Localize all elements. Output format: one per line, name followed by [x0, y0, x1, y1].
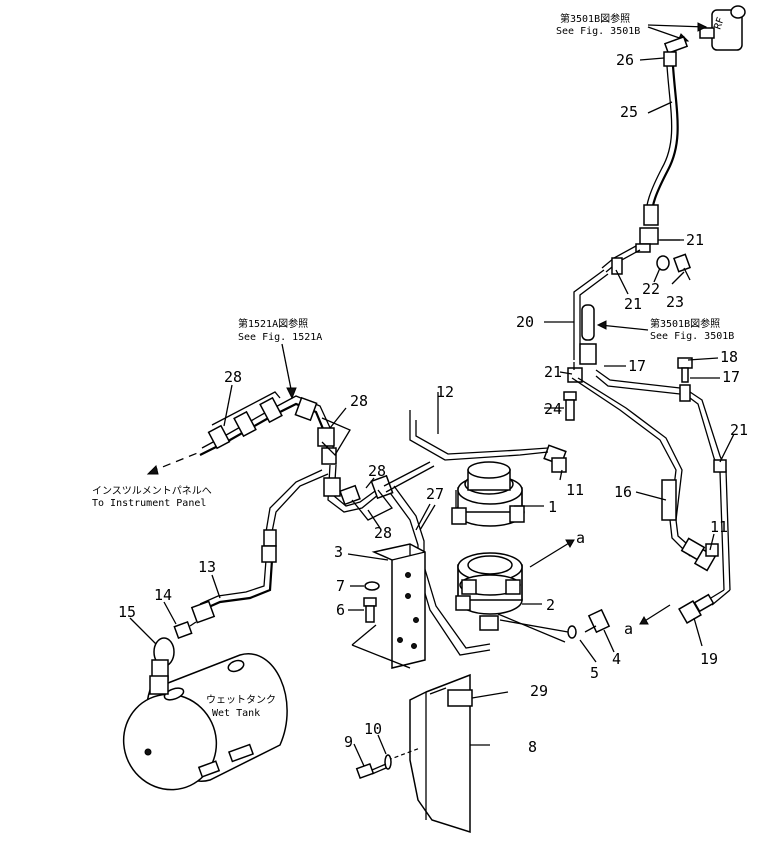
bolt-24: [563, 391, 577, 421]
bolt-4: [584, 608, 611, 634]
top-valve-mark: RF: [712, 16, 726, 31]
label-2: 2: [546, 596, 555, 614]
label-29: 29: [530, 682, 548, 700]
tank-en: Wet Tank: [212, 708, 260, 719]
label-9: 9: [344, 733, 353, 751]
elbow-11-center: [543, 444, 567, 473]
instrument-jp: インスツルメントパネルへ: [92, 485, 212, 497]
label-14: 14: [154, 586, 172, 604]
hose-assembly-upper: [199, 395, 337, 465]
elbow-11-right: [693, 543, 719, 572]
clip-17-right: [679, 384, 691, 402]
valve-1: [451, 461, 525, 527]
label-7: 7: [336, 577, 345, 595]
label-19: 19: [700, 650, 718, 668]
label-28-mid: 28: [368, 462, 386, 480]
washer-5: [567, 625, 577, 639]
bolt-6: [363, 597, 377, 623]
ref-1521a-en: See Fig. 1521A: [238, 332, 322, 343]
cover-8: [409, 673, 473, 834]
label-11-center: 11: [566, 481, 584, 499]
top-valve: RF: [699, 5, 746, 51]
label-17-mid: 17: [628, 357, 646, 375]
clip-21-right: [713, 459, 727, 473]
elbow-15: [151, 637, 175, 681]
label-15: 15: [118, 603, 136, 621]
bracket-3: [371, 543, 426, 669]
label-4: 4: [612, 650, 621, 668]
label-21-top: 21: [686, 231, 704, 249]
label-24: 24: [544, 400, 562, 418]
top-valve-port: [699, 27, 715, 39]
fitting-14: [173, 621, 197, 639]
label-10: 10: [364, 720, 382, 738]
fitting-19: [678, 593, 715, 624]
part-number-labels: 1 2 3 4 5 6 7 8 9 10 11 11 12 13 14 15 1…: [118, 51, 748, 756]
ref-3501b-mid-en: See Fig. 3501B: [650, 331, 734, 342]
label-5: 5: [590, 664, 599, 682]
label-11-right: 11: [710, 518, 728, 536]
label-28-top: 28: [350, 392, 368, 410]
ref-3501b-top-jp: 第3501B図参照: [560, 12, 630, 25]
label-21-upper: 21: [624, 295, 642, 313]
hose-25-end: [643, 204, 659, 226]
top-valve-cap: [730, 5, 746, 19]
label-26: 26: [616, 51, 634, 69]
bolt-18: [677, 357, 693, 383]
leader-lines: [129, 57, 735, 767]
label-29: [447, 689, 473, 707]
hose-assembly-lower: [323, 461, 435, 513]
label-21-right: 21: [730, 421, 748, 439]
label-8: 8: [528, 738, 537, 756]
label-25: 25: [620, 103, 638, 121]
washer-22: [656, 255, 670, 271]
callout-a-right: a: [624, 620, 633, 638]
instrument-en: To Instrument Panel: [92, 498, 206, 509]
label-3: 3: [334, 543, 343, 561]
wet-tank: [122, 653, 288, 791]
tee-17: [579, 343, 597, 365]
ref-1521a-jp: 第1521A図参照: [238, 317, 308, 330]
fitting-20: [581, 304, 595, 341]
bolt-9: [355, 762, 387, 780]
label-6: 6: [336, 601, 345, 619]
tank-jp: ウェットタンク: [206, 694, 276, 706]
ref-3501b-top-en: See Fig. 3501B: [556, 26, 640, 37]
label-18: 18: [720, 348, 738, 366]
callout-a-center: a: [576, 529, 585, 547]
label-27: 27: [426, 485, 444, 503]
label-12: 12: [436, 383, 454, 401]
label-17-right: 17: [722, 368, 740, 386]
hose-13-end: [190, 600, 216, 624]
label-20: 20: [516, 313, 534, 331]
label-21-mid: 21: [544, 363, 562, 381]
label-16: 16: [614, 483, 632, 501]
bolt-23: [673, 253, 691, 281]
clip-21-upper: [611, 257, 623, 275]
label-28-left: 28: [224, 368, 242, 386]
label-23: 23: [666, 293, 684, 311]
valve-2: [455, 552, 523, 631]
label-22: 22: [642, 280, 660, 298]
label-28-lower: 28: [374, 524, 392, 542]
fitting-26: [663, 35, 689, 67]
label-13: 13: [198, 558, 216, 576]
ref-3501b-mid-jp: 第3501B図参照: [650, 317, 720, 330]
washer-7: [364, 581, 380, 591]
hose-25: [650, 65, 679, 216]
washer-10: [384, 754, 392, 770]
pipe-end-13: [263, 529, 277, 547]
hose-16-sleeve: [661, 479, 677, 521]
label-1: 1: [548, 498, 557, 516]
